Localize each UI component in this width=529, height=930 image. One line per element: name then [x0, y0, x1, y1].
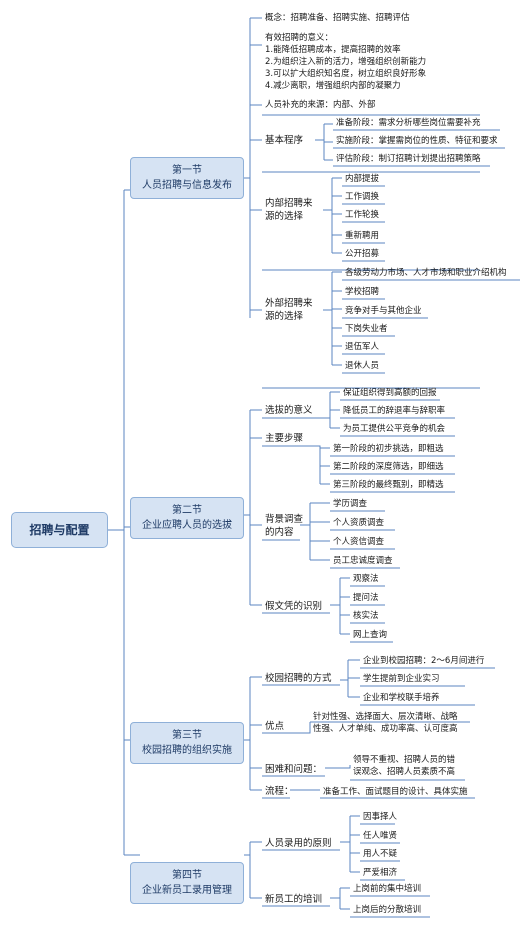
- s4-principles-2: 任人唯贤: [363, 831, 398, 841]
- s1-concept: 概念：招聘准备、招聘实施、招聘评估: [265, 13, 410, 23]
- s1-internal-4: 重新聘用: [345, 231, 380, 241]
- s3-process-text: 准备工作、面试题目的设计、具体实施: [323, 787, 468, 797]
- s2-background-label-2: 的内容: [265, 527, 294, 538]
- section-3-title: 第三节: [172, 730, 202, 741]
- section-2-node[interactable]: 第二节企业应聘人员的选拔: [130, 497, 244, 539]
- s2-fake-4: 网上查询: [353, 630, 388, 640]
- s1-external-label-2: 源的选择: [265, 311, 304, 322]
- s3-problems-label: 困难和问题：: [265, 764, 323, 775]
- section-2-title: 第二节: [172, 505, 202, 516]
- s2-steps-1: 第一阶段的初步挑选，即粗选: [333, 444, 444, 454]
- s3-methods-label: 校园招聘的方式: [265, 673, 332, 684]
- s2-background-2: 个人资质调查: [333, 518, 385, 528]
- s2-fake-label: 假文凭的识别: [265, 601, 323, 612]
- s1-significance-1: 1.能降低招聘成本，提高招聘的效率: [265, 45, 401, 55]
- s3-methods-2: 学生提前到企业实习: [363, 674, 440, 684]
- s1-significance-title: 有效招聘的意义：: [265, 33, 334, 43]
- s2-meaning-2: 降低员工的辞退率与辞职率: [343, 406, 446, 416]
- section-3-node[interactable]: 第三节校园招聘的组织实施: [130, 722, 244, 764]
- s1-internal-1: 内部提拔: [345, 174, 380, 184]
- root-node[interactable]: 招聘与配置: [11, 512, 108, 548]
- s2-fake-1: 观察法: [353, 574, 379, 584]
- section-4-node[interactable]: 第四节企业新员工录用管理: [130, 862, 244, 904]
- section-4-title: 第四节: [172, 870, 202, 881]
- s4-principles-label: 人员录用的原则: [265, 838, 332, 849]
- s3-advantages-line-2: 性强、人才单纯、成功率高、认可度高: [313, 724, 458, 734]
- s3-problems-line-2: 误观念、招聘人员素质不高: [353, 767, 456, 777]
- s4-training-label: 新员工的培训: [265, 894, 323, 905]
- s2-background-3: 个人资信调查: [333, 537, 385, 547]
- s2-fake-3: 核实法: [353, 611, 379, 621]
- s1-basic-3: 评估阶段：制订招聘计划提出招聘策略: [336, 154, 481, 164]
- s1-significance-2: 2.为组织注入新的活力，增强组织创新能力: [265, 57, 427, 67]
- s3-methods-3: 企业和学校联手培养: [363, 693, 440, 703]
- s1-internal-5: 公开招募: [345, 249, 380, 259]
- s1-external-5: 退伍军人: [345, 342, 380, 352]
- s1-basic-label: 基本程序: [265, 135, 304, 146]
- s2-fake-2: 提问法: [353, 593, 379, 603]
- s1-external-3: 竞争对手与其他企业: [345, 306, 422, 316]
- s3-advantages-label: 优点: [265, 721, 285, 732]
- s1-external-2: 学校招聘: [345, 287, 380, 297]
- s4-training-2: 上岗后的分散培训: [353, 905, 422, 915]
- s2-meaning-1: 保证组织得到高额的回报: [343, 388, 437, 398]
- s4-principles-3: 用人不疑: [363, 849, 398, 859]
- s3-advantages-line-1: 针对性强、选择面大、层次清晰、战略: [313, 712, 458, 722]
- s1-external-4: 下岗失业者: [345, 324, 388, 334]
- section-2-subtitle: 企业应聘人员的选拔: [142, 520, 232, 531]
- s4-principles-4: 严爱相济: [363, 868, 398, 878]
- s1-internal-2: 工作调换: [345, 192, 380, 202]
- s2-meaning-3: 为员工提供公平竞争的机会: [343, 424, 446, 434]
- section-4-subtitle: 企业新员工录用管理: [142, 885, 232, 896]
- s1-significance-3: 3.可以扩大组织知名度，树立组织良好形象: [265, 69, 427, 79]
- s4-principles-1: 因事择人: [363, 812, 398, 822]
- s1-external-6: 退休人员: [345, 361, 380, 371]
- s1-external-label-1: 外部招聘来: [265, 298, 313, 309]
- section-3-subtitle: 校园招聘的组织实施: [142, 745, 232, 756]
- s1-significance-4: 4.减少离职，增强组织内部的凝聚力: [265, 81, 401, 91]
- s2-background-4: 员工忠诚度调查: [333, 556, 393, 566]
- s1-supply: 人员补充的来源：内部、外部: [265, 100, 376, 110]
- root-label: 招聘与配置: [29, 522, 90, 537]
- s3-problems-line-1: 领导不重视、招聘人员的错: [353, 755, 456, 765]
- s3-process-label: 流程：: [265, 786, 294, 797]
- section-1-node[interactable]: 第一节人员招聘与信息发布: [130, 157, 244, 199]
- s1-internal-label-1: 内部招聘来: [265, 198, 313, 209]
- s2-steps-label: 主要步骤: [265, 433, 304, 444]
- section-1-subtitle: 人员招聘与信息发布: [142, 180, 232, 191]
- s1-internal-3: 工作轮换: [345, 210, 380, 220]
- s1-basic-1: 准备阶段：需求分析哪些岗位需要补充: [336, 118, 481, 128]
- s1-external-1: 各级劳动力市场、人才市场和职业介绍机构: [345, 268, 507, 278]
- s3-methods-1: 企业到校园招聘：2～6月间进行: [363, 656, 485, 666]
- s2-background-1: 学历调查: [333, 499, 368, 509]
- s2-background-label-1: 背景调查: [265, 514, 304, 525]
- s1-internal-label-2: 源的选择: [265, 211, 304, 222]
- s2-meaning-label: 选拔的意义: [265, 405, 313, 416]
- section-1-title: 第一节: [172, 165, 202, 176]
- s2-steps-3: 第三阶段的最终甄别，即精选: [333, 480, 444, 490]
- s4-training-1: 上岗前的集中培训: [353, 884, 422, 894]
- s2-steps-2: 第二阶段的深度筛选，即细选: [333, 462, 444, 472]
- s1-basic-2: 实施阶段：掌握需岗位的性质、特征和要求: [336, 136, 498, 146]
